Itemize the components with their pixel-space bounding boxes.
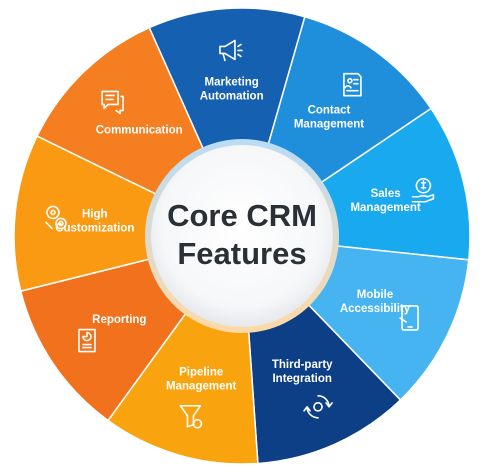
mobile-phone-icon — [399, 305, 419, 331]
integration-gear-icon — [303, 395, 333, 419]
segment-label: Communication — [96, 125, 183, 137]
chat-icon — [101, 90, 124, 115]
funnel-icon — [179, 404, 203, 429]
center-title-line-1: Core CRM — [167, 198, 317, 233]
center-hub-disc — [151, 145, 333, 327]
megaphone-icon — [219, 39, 243, 62]
feature-segments — [13, 7, 471, 465]
contact-list-icon — [343, 72, 362, 97]
center-hub: Core CRM Features — [145, 139, 339, 333]
feature-icons — [45, 39, 435, 429]
customization-gears-icon — [45, 205, 67, 230]
segment-label: Reporting — [92, 314, 146, 326]
report-icon — [78, 328, 96, 353]
money-hand-icon — [411, 177, 435, 203]
center-title-line-2: Features — [177, 236, 306, 271]
